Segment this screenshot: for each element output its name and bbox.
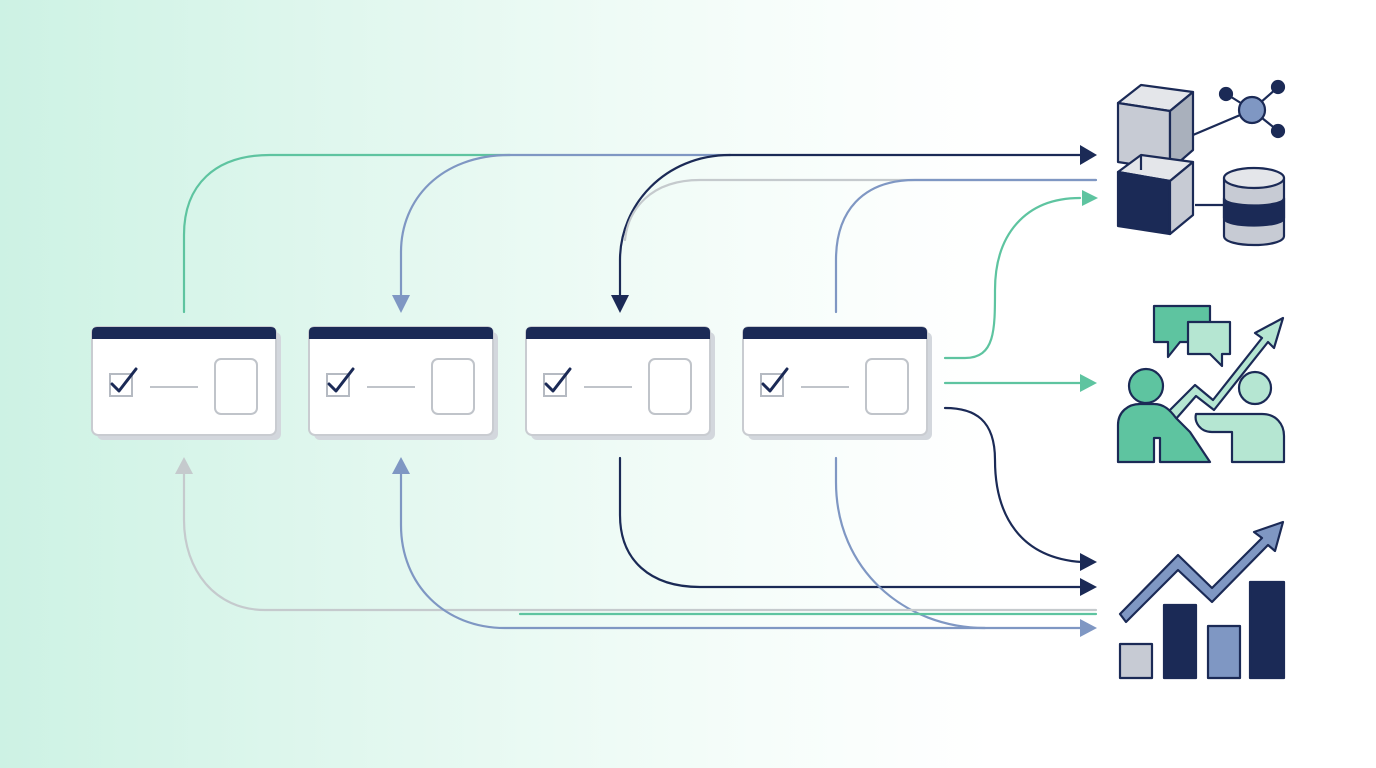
arrowhead-card1-up [175, 457, 193, 474]
connector-card4-to-analytics [943, 406, 1084, 564]
arrowhead-data-top [1080, 145, 1097, 165]
arrowhead-card2-up [392, 457, 410, 474]
card-header-bar [92, 327, 276, 339]
arrowhead-analytics-1 [1080, 553, 1097, 571]
connector-data-to-card3 [618, 153, 732, 300]
connector-card4-to-analytics-steel [834, 456, 987, 630]
connector-lines [182, 153, 1098, 630]
arrowhead-data-mint [1082, 190, 1098, 206]
arrowhead-analytics-3 [1080, 619, 1097, 637]
arrowhead-card2-down [392, 295, 410, 313]
collaboration-growth-icon [1116, 304, 1286, 464]
checkbox-checked-icon [109, 373, 133, 397]
process-card-3 [525, 326, 715, 440]
checkmark-icon [110, 367, 138, 393]
arrowheads [175, 145, 1098, 637]
checkbox-checked-icon [760, 373, 784, 397]
data-infrastructure-icon [1116, 79, 1286, 247]
checkbox-checked-icon [543, 373, 567, 397]
connector-analytics-to-card1 [182, 468, 1098, 612]
card-body [742, 326, 928, 436]
card-body [525, 326, 711, 436]
empty-box-icon [431, 358, 475, 415]
card-body [308, 326, 494, 436]
checkbox-checked-icon [326, 373, 350, 397]
card-header-bar [526, 327, 710, 339]
card-body [91, 326, 277, 436]
connector-card3-to-analytics [618, 456, 1084, 589]
arrowhead-analytics-2 [1080, 578, 1097, 596]
connector-data-to-card2 [399, 153, 732, 299]
empty-box-icon [214, 358, 258, 415]
checkmark-icon [327, 367, 355, 393]
connector-card1-to-data [182, 153, 512, 314]
arrowhead-collab [1080, 374, 1097, 392]
checkmark-icon [544, 367, 572, 393]
card-header-bar [309, 327, 493, 339]
process-cards [91, 326, 932, 440]
empty-box-icon [865, 358, 909, 415]
arrowhead-card3-down [611, 295, 629, 313]
empty-box-icon [648, 358, 692, 415]
checkmark-icon [761, 367, 789, 393]
card-header-bar [743, 327, 927, 339]
connector-card4-to-data-mint [943, 196, 1082, 360]
process-card-1 [91, 326, 281, 440]
process-card-4 [742, 326, 932, 440]
connector-card4-to-data [834, 178, 1098, 314]
analytics-chart-icon [1118, 520, 1286, 680]
connector-data-return-gray [623, 178, 1098, 242]
connector-card2-to-analytics [399, 468, 1082, 630]
process-card-2 [308, 326, 498, 440]
